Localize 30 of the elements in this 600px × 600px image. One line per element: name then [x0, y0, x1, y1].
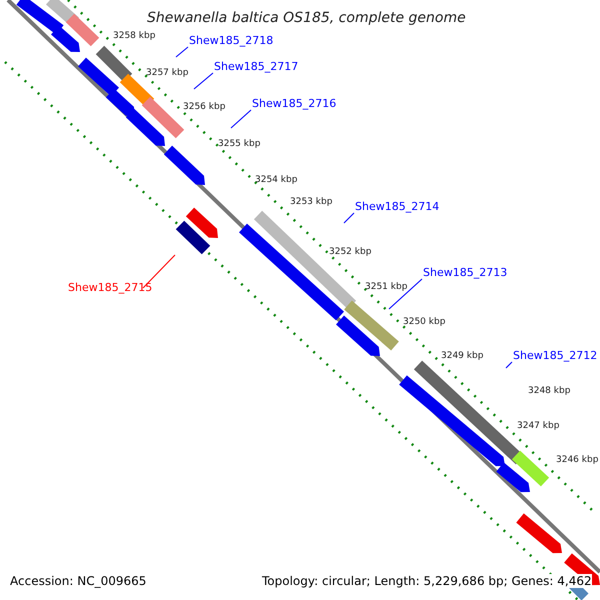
leader-line	[142, 254, 176, 288]
gene-label: Shew185_2716	[252, 97, 336, 110]
scale-label: 3252 kbp	[329, 247, 372, 258]
title: Shewanella baltica OS185, complete genome	[147, 10, 466, 26]
gene-label: Shew185_2717	[214, 60, 298, 73]
gene-label: Shew185_2714	[355, 200, 440, 213]
scale-label: 3250 kbp	[403, 317, 446, 328]
scale-label: 3253 kbp	[290, 197, 332, 208]
scale-label: 3255 kbp	[218, 139, 260, 150]
leader-line	[506, 362, 512, 368]
leader-line	[344, 212, 354, 224]
leader-line	[388, 278, 422, 310]
scale-label: 3258 kbp	[113, 31, 156, 42]
scale-label: 3249 kbp	[441, 351, 484, 362]
scale-label: 3256 kbp	[183, 102, 226, 113]
leader-line	[176, 46, 188, 58]
footer-text: Accession: NC_009665	[10, 574, 146, 588]
gene-label: Shew185_2712	[513, 349, 598, 362]
gene-label: Shew185_2713	[423, 266, 508, 279]
gene-label: Shew185_2715	[68, 281, 152, 294]
leader-line	[230, 110, 252, 128]
gene-label: Shew185_2718	[189, 34, 274, 47]
scale-label: 3257 kbp	[146, 68, 188, 79]
scale-label: 3254 kbp	[255, 175, 298, 186]
scale-label: 3251 kbp	[365, 282, 408, 293]
scale-label: 3248 kbp	[528, 386, 570, 397]
scale-label: 3247 kbp	[517, 421, 560, 432]
leader-line	[194, 72, 214, 90]
scale-label: 3246 kbp	[556, 455, 598, 466]
footer-text: Topology: circular; Length: 5,229,686 bp; Genes: 4,462	[262, 574, 592, 588]
